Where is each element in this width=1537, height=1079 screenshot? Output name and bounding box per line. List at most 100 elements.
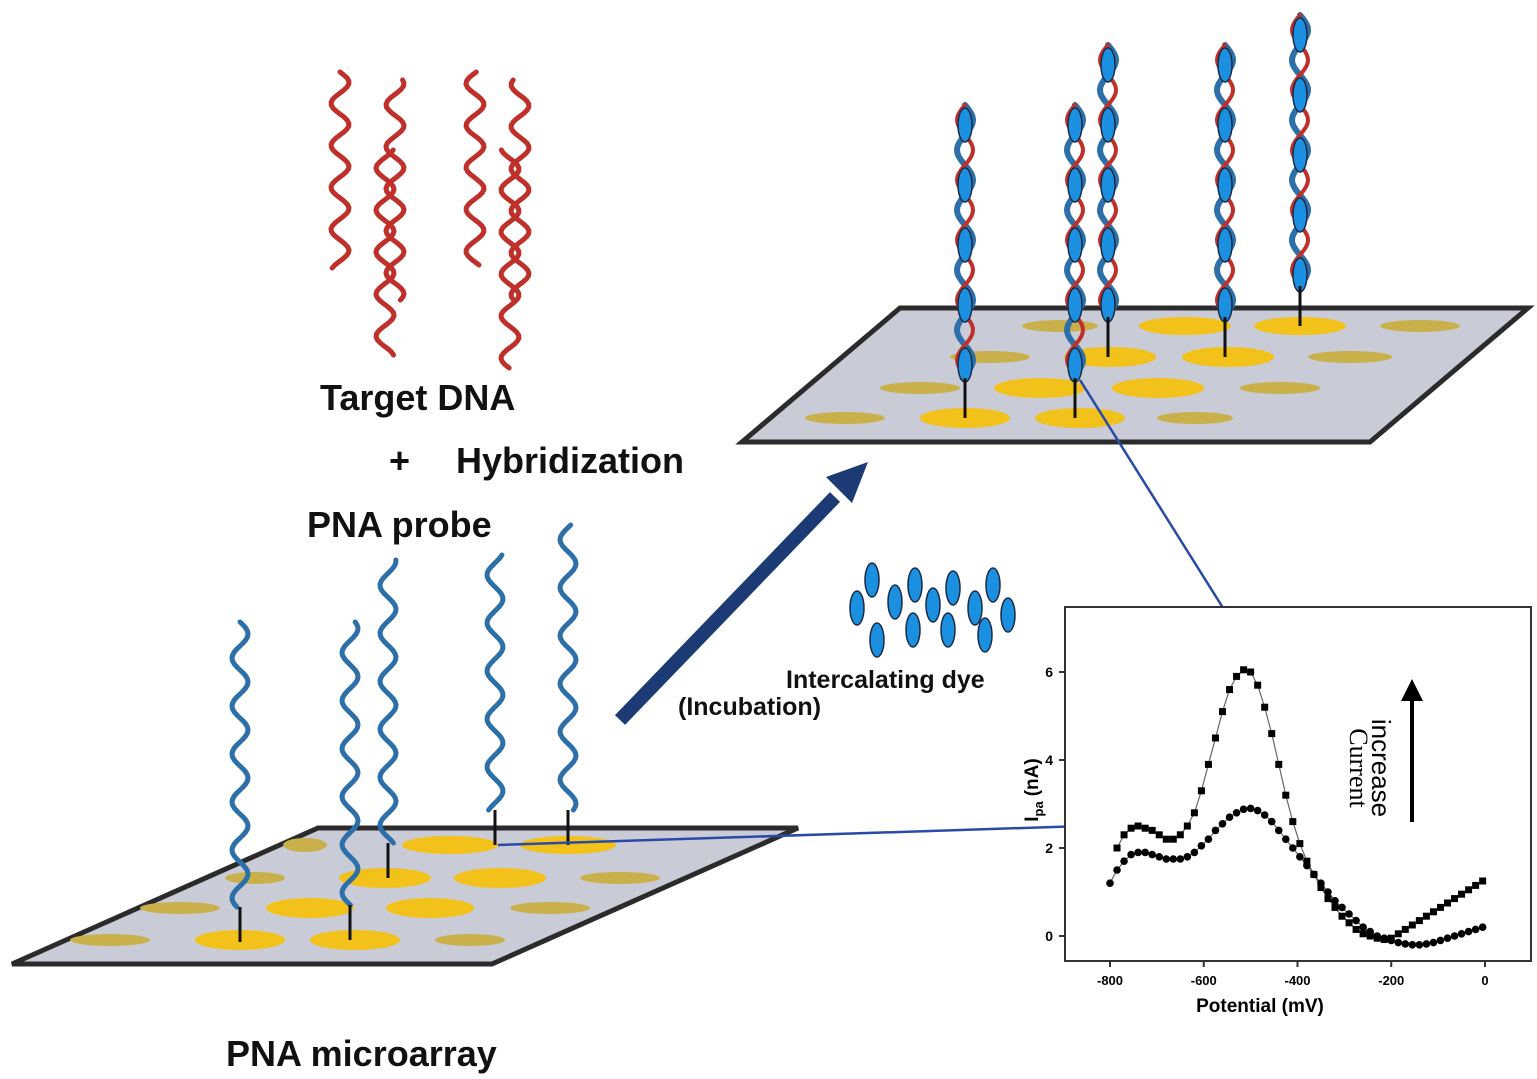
dye-molecule	[985, 567, 1001, 603]
pna-probe-strands	[229, 522, 579, 942]
data-point-circle	[1380, 934, 1389, 942]
y-tick-label: 0	[1045, 928, 1053, 944]
data-point-square	[1233, 672, 1241, 680]
bound-dye	[957, 167, 973, 203]
data-point-square	[1134, 822, 1142, 830]
chart-ylabel: Ipa(nA)	[1022, 758, 1046, 821]
data-point-circle	[1281, 835, 1290, 843]
bound-dye	[1217, 227, 1233, 263]
bound-dye	[1217, 167, 1233, 203]
dye-molecule	[925, 587, 941, 623]
data-point-square	[1366, 932, 1374, 940]
data-point-square	[1226, 686, 1234, 694]
data-point-circle	[1387, 936, 1396, 945]
data-point-square	[1394, 930, 1402, 938]
duplex-target-strand	[1289, 13, 1311, 288]
dye-molecule	[887, 584, 903, 620]
data-point-circle	[1408, 941, 1417, 949]
data-point-square	[1268, 730, 1276, 738]
duplex-target-strand	[1097, 43, 1119, 319]
data-point-square	[1254, 681, 1262, 689]
data-point-circle	[1211, 826, 1220, 835]
hybridized-chip	[735, 12, 1535, 445]
data-point-square	[1338, 912, 1346, 920]
y-tick-label: 2	[1045, 840, 1053, 856]
data-point-circle	[1394, 938, 1403, 947]
bound-dye	[1292, 17, 1308, 53]
data-point-circle	[1155, 853, 1164, 861]
dye-molecule	[864, 562, 880, 598]
hybridized-chip-spots	[805, 317, 1460, 428]
data-point-circle	[1239, 805, 1248, 814]
data-point-circle	[1443, 934, 1452, 942]
data-point-circle	[1310, 870, 1318, 879]
data-point-circle	[1197, 842, 1206, 850]
data-point-square	[1211, 734, 1219, 742]
dye-molecule	[945, 570, 961, 606]
dye-molecule	[967, 590, 983, 626]
duplex-probe-strand	[953, 102, 977, 381]
current-increase-annotation: Current increase	[1344, 679, 1423, 822]
data-point-circle	[1429, 938, 1438, 947]
pna-probe-strand	[377, 557, 399, 846]
data-point-square	[1204, 760, 1212, 768]
annotation-increase: increase	[1366, 719, 1396, 817]
data-point-circle	[1169, 855, 1178, 863]
data-point-circle	[1274, 826, 1283, 835]
dye-molecule	[977, 617, 993, 653]
data-point-circle	[1204, 835, 1213, 843]
bound-dye	[957, 347, 973, 383]
data-point-square	[1345, 919, 1353, 927]
bound-dye	[1292, 77, 1308, 113]
data-point-square	[1359, 930, 1367, 938]
data-point-square	[1436, 903, 1444, 911]
hybridized-duplex-strands	[953, 12, 1312, 418]
data-point-square	[1472, 881, 1480, 889]
intercalating-dye-label: Intercalating dye	[786, 666, 985, 694]
data-point-circle	[1190, 848, 1199, 857]
data-point-square	[1261, 703, 1269, 711]
data-point-circle	[1436, 936, 1445, 945]
dye-molecule	[869, 622, 885, 658]
x-tick-label: -800	[1097, 973, 1123, 988]
data-point-square	[1479, 877, 1487, 885]
data-point-circle	[1317, 879, 1325, 887]
duplex-target-strand	[1064, 103, 1086, 380]
target-dna-strand	[328, 69, 352, 271]
data-point-circle	[1253, 806, 1262, 815]
bound-dye	[1292, 137, 1308, 173]
intercalating-dye-molecules	[849, 562, 1016, 658]
data-point-circle	[1373, 932, 1381, 940]
bound-dye	[957, 107, 973, 143]
data-point-square	[1127, 824, 1135, 832]
target-dna-strand	[508, 77, 532, 303]
chart-ylabel-sub: pa	[1031, 800, 1046, 816]
data-point-circle	[1113, 866, 1121, 874]
data-point-square	[1169, 835, 1177, 843]
data-point-square	[1317, 884, 1325, 892]
data-point-circle	[1267, 817, 1276, 826]
data-point-square	[1444, 899, 1451, 907]
bound-dye	[1100, 227, 1116, 263]
data-point-circle	[1106, 879, 1114, 887]
bound-dye	[1100, 107, 1116, 143]
data-point-circle	[1303, 861, 1311, 870]
data-point-circle	[1225, 813, 1234, 821]
data-point-square	[1451, 895, 1459, 903]
data-point-circle	[1246, 804, 1255, 813]
target-dna-strand	[383, 77, 407, 303]
dye-molecule	[1000, 597, 1016, 633]
data-point-square	[1458, 890, 1466, 898]
chart-ylabel-main: I	[1022, 816, 1043, 821]
data-point-square	[1429, 908, 1437, 916]
data-point-circle	[1141, 848, 1149, 857]
annotation-current: Current	[1344, 728, 1373, 808]
data-point-circle	[1422, 940, 1431, 948]
bound-dye	[1067, 347, 1083, 383]
data-point-circle	[1359, 923, 1367, 931]
pna-probe-label: PNA probe	[307, 504, 492, 545]
bound-dye	[1292, 197, 1308, 233]
data-point-circle	[1366, 927, 1374, 936]
data-point-circle	[1148, 850, 1156, 859]
